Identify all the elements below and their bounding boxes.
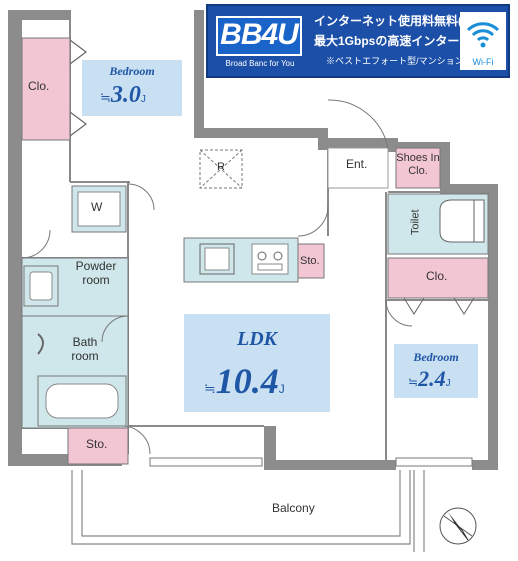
bedroom1-size-prefix: ≒ bbox=[100, 90, 111, 105]
bedroom2-size: ≒2.4J bbox=[408, 366, 451, 392]
shoes-closet-label: Shoes In Clo. bbox=[396, 152, 440, 177]
bb4u-logo: BB4U bbox=[216, 16, 302, 56]
fridge-spot bbox=[199, 149, 243, 189]
ldk-size: ≒10.4J bbox=[204, 360, 285, 402]
ldk-size-value: 10.4 bbox=[215, 361, 279, 401]
banner-line2: 最大1Gbpsの高速インターネット bbox=[314, 34, 496, 48]
bb4u-logo-text: BB4U bbox=[220, 18, 299, 51]
balcony-railing bbox=[71, 470, 425, 552]
ldk-label-bg bbox=[184, 314, 330, 412]
fridge-label: R bbox=[217, 161, 225, 173]
door-swings bbox=[21, 183, 413, 455]
exterior-walls bbox=[8, 10, 498, 470]
storage-kitchen-label: Sto. bbox=[300, 255, 320, 267]
compass-icon bbox=[439, 507, 477, 545]
storage-kitchen bbox=[297, 243, 325, 279]
bath-room-label: Bath room bbox=[71, 335, 99, 363]
shoes-closet bbox=[395, 147, 441, 189]
bedroom2-label-bg bbox=[394, 344, 478, 398]
banner-line3: ※ベストエフォート型/マンション全 bbox=[326, 56, 473, 66]
ldk-size-prefix: ≒ bbox=[204, 380, 216, 396]
banner-line1: インターネット使用料無料(wi-fi) bbox=[314, 14, 490, 28]
toilet-bowl bbox=[439, 199, 477, 243]
entrance-door-swing bbox=[327, 99, 389, 149]
bedroom1-size-value: 3.0 bbox=[110, 82, 141, 108]
bedroom1-size: ≒3.0J bbox=[100, 82, 146, 109]
closet-right bbox=[387, 257, 489, 299]
entrance-floor bbox=[327, 147, 389, 189]
storage-bottom-label: Sto. bbox=[86, 437, 108, 451]
wifi-icon bbox=[466, 22, 500, 48]
bedroom2-size-value: 2.4 bbox=[418, 366, 446, 391]
bb4u-tagline: Broad Banc for You bbox=[225, 59, 295, 68]
balcony-label: Balcony bbox=[272, 501, 315, 515]
toilet-label: Toilet bbox=[409, 209, 422, 236]
powder-room-label: Powder room bbox=[75, 259, 117, 287]
bedroom2-name: Bedroom bbox=[413, 350, 459, 364]
closet-right-label: Clo. bbox=[426, 269, 448, 283]
ldk-name: LDK bbox=[237, 328, 277, 350]
wifi-label: Wi-Fi bbox=[472, 57, 494, 67]
windows bbox=[149, 457, 473, 467]
internet-banner: BB4U Broad Banc for You インターネット使用料無料(wi-… bbox=[206, 4, 510, 78]
closet-left bbox=[21, 37, 71, 141]
ldk-size-unit: J bbox=[278, 382, 285, 396]
closet-left-label: Clo. bbox=[28, 79, 50, 93]
bedroom2-size-prefix: ≒ bbox=[408, 375, 419, 389]
entrance-label: Ent. bbox=[346, 157, 368, 171]
wifi-badge: Wi-Fi bbox=[460, 12, 506, 70]
bedroom1-name: Bedroom bbox=[109, 64, 155, 78]
bedroom1-label-bg bbox=[82, 60, 182, 116]
storage-bottom bbox=[67, 427, 129, 465]
bedroom1-size-unit: J bbox=[140, 94, 146, 105]
washer-label: W bbox=[91, 200, 103, 214]
bedroom2-size-unit: J bbox=[445, 378, 451, 389]
closet-left-door bbox=[69, 39, 87, 65]
